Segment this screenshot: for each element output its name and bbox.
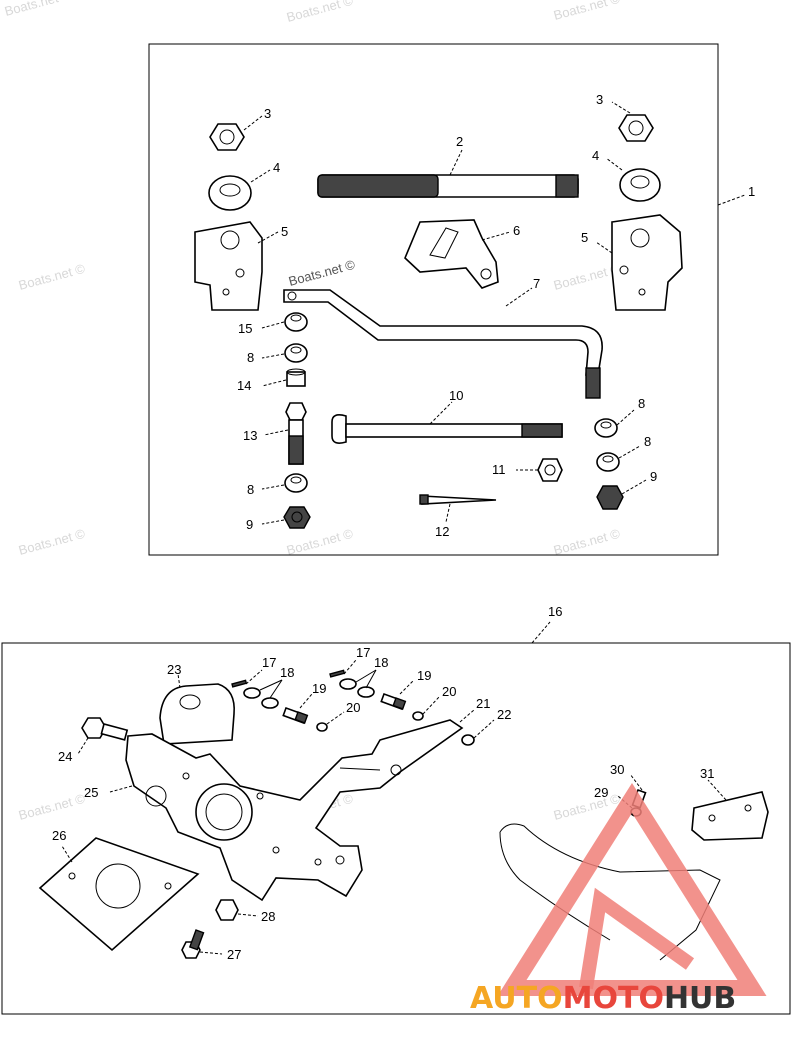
nut-icon (215, 899, 239, 921)
callout-5: 5 (281, 224, 288, 239)
callout-20: 20 (442, 684, 456, 699)
watermark: Boats.net © (285, 526, 355, 558)
mounting-plate-icon (125, 719, 464, 902)
callout-31: 31 (700, 766, 714, 781)
callout-16: 16 (548, 604, 562, 619)
callout-26: 26 (52, 828, 66, 843)
callout-17: 17 (356, 645, 370, 660)
cover-icon (159, 683, 235, 745)
brand-text: AUTOMOTOHUB (470, 981, 736, 1016)
callout-13: 13 (243, 428, 257, 443)
callout-21: 21 (476, 696, 490, 711)
callout-11: 11 (492, 462, 506, 477)
pin-icon (231, 669, 346, 688)
watermarks: Boats.net © Boats.net © Boats.net © Boat… (3, 0, 622, 823)
nut-icon (209, 114, 654, 151)
link-rod-icon (283, 289, 603, 399)
kit-box-1 (148, 43, 719, 556)
callout-3: 3 (264, 106, 271, 121)
washer-icon (594, 418, 618, 438)
callout-15: 15 (238, 321, 252, 336)
callout-29: 29 (594, 785, 608, 800)
watermark: Boats.net © (552, 526, 622, 558)
callout-20: 20 (346, 700, 360, 715)
callout-22: 22 (497, 707, 511, 722)
callout-19: 19 (312, 681, 326, 696)
callout-4: 4 (273, 160, 280, 175)
callout-12: 12 (435, 524, 449, 539)
watermark: Boats.net © (287, 257, 357, 289)
stud-icon (282, 692, 407, 725)
callout-25: 25 (84, 785, 98, 800)
washer-icon (243, 678, 375, 709)
watermark: Boats.net © (3, 0, 73, 19)
callout-2: 2 (456, 134, 463, 149)
callout-5: 5 (581, 230, 588, 245)
washer-icon (284, 473, 308, 493)
callout-8: 8 (247, 482, 254, 497)
watermark: Boats.net © (285, 0, 355, 25)
nut-icon (316, 711, 424, 732)
carriage-bolt-icon (331, 414, 563, 444)
curved-arm-icon (499, 823, 721, 961)
cotter-pin-icon (419, 494, 497, 505)
watermark: Boats.net © (17, 791, 87, 823)
watermark: Boats.net © (17, 526, 87, 558)
callout-27: 27 (227, 947, 241, 962)
callout-18: 18 (280, 665, 294, 680)
bolt-icon (181, 929, 205, 959)
plate-icon (404, 219, 499, 289)
callout-3: 3 (596, 92, 603, 107)
callout-17: 17 (262, 655, 276, 670)
callout-9: 9 (650, 469, 657, 484)
bracket-icon (194, 214, 683, 311)
callout-8: 8 (247, 350, 254, 365)
watermark: Boats.net © (552, 0, 622, 23)
threaded-rod-icon (317, 174, 579, 198)
washer-icon (208, 168, 661, 211)
callout-24: 24 (58, 749, 72, 764)
watermark: Boats.net © (17, 261, 87, 293)
nut-icon (537, 458, 563, 482)
bushing-icon (286, 368, 306, 387)
lock-nut-icon (283, 506, 311, 529)
callout-7: 7 (533, 276, 540, 291)
callout-9: 9 (246, 517, 253, 532)
brand-logo: AUTOMOTOHUB (470, 783, 767, 1016)
bolt-icon (81, 717, 129, 741)
bolt-icon (285, 402, 307, 465)
nut-icon (461, 734, 475, 746)
callout-23: 23 (167, 662, 181, 677)
gasket-icon (38, 837, 200, 952)
kit-box-16 (1, 642, 791, 1015)
callout-30: 30 (610, 762, 624, 777)
spacer-icon (284, 312, 308, 332)
callout-8: 8 (644, 434, 651, 449)
callout-28: 28 (261, 909, 275, 924)
washer-icon (284, 343, 308, 363)
washer-icon (596, 452, 620, 472)
callout-4: 4 (592, 148, 599, 163)
lock-nut-icon (596, 485, 624, 510)
callout-19: 19 (417, 668, 431, 683)
callout-18: 18 (374, 655, 388, 670)
bracket-icon (691, 791, 769, 841)
callout-10: 10 (449, 388, 463, 403)
callout-14: 14 (237, 378, 251, 393)
callout-8: 8 (638, 396, 645, 411)
callout-6: 6 (513, 223, 520, 238)
callout-1: 1 (748, 184, 755, 199)
